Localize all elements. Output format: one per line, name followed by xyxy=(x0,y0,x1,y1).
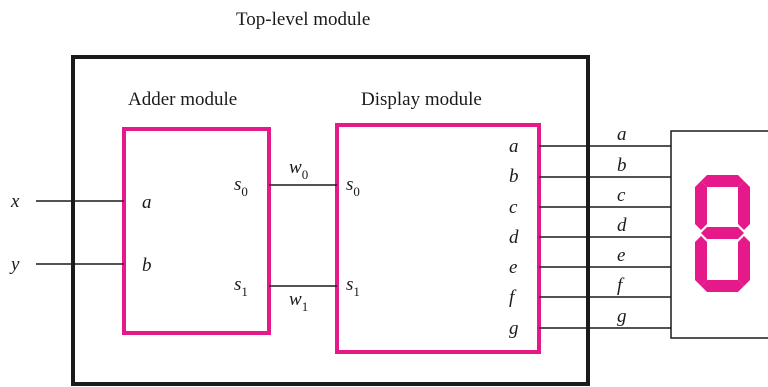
segment-label-g: g xyxy=(617,306,627,327)
adder-port-s0: s0 xyxy=(234,174,248,199)
display-module-box xyxy=(335,123,541,354)
segment-label-b: b xyxy=(617,155,627,176)
adder-port-a: a xyxy=(142,192,152,213)
display-port-d: d xyxy=(509,227,519,248)
segment-b xyxy=(738,181,750,230)
input-y-label: y xyxy=(9,254,20,275)
segment-wires xyxy=(539,145,671,329)
segment-c xyxy=(738,236,750,286)
display-port-a: a xyxy=(509,136,519,157)
display-port-b: b xyxy=(509,166,519,187)
wire-w1-label: w1 xyxy=(289,289,308,314)
segment-a xyxy=(701,175,744,187)
segment-label-d: d xyxy=(617,215,627,236)
segment-label-e: e xyxy=(617,245,625,266)
wire-w0-label: w0 xyxy=(289,157,308,182)
display-module-title: Display module xyxy=(361,89,482,110)
top-level-module-box xyxy=(71,55,590,386)
display-port-s0: s0 xyxy=(346,174,360,199)
segment-f xyxy=(695,181,707,230)
adder-module-title: Adder module xyxy=(128,89,237,110)
segment-label-c: c xyxy=(617,185,626,206)
adder-module-box xyxy=(122,127,271,335)
adder-port-s1: s1 xyxy=(234,274,248,299)
top-level-module-title: Top-level module xyxy=(236,9,370,30)
seven-segment-housing xyxy=(670,130,768,339)
segment-g xyxy=(701,227,744,239)
adder-port-b: b xyxy=(142,255,152,276)
input-x-label: x xyxy=(10,191,20,212)
segment-d xyxy=(701,280,744,292)
segment-label-f: f xyxy=(617,275,625,296)
display-port-f: f xyxy=(509,287,517,308)
display-port-c: c xyxy=(509,197,518,218)
segment-label-a: a xyxy=(617,124,627,145)
display-port-g: g xyxy=(509,318,519,339)
display-port-s1: s1 xyxy=(346,274,360,299)
seven-segment-digit-icon xyxy=(695,175,750,292)
segment-e xyxy=(695,236,707,286)
display-port-e: e xyxy=(509,257,517,278)
